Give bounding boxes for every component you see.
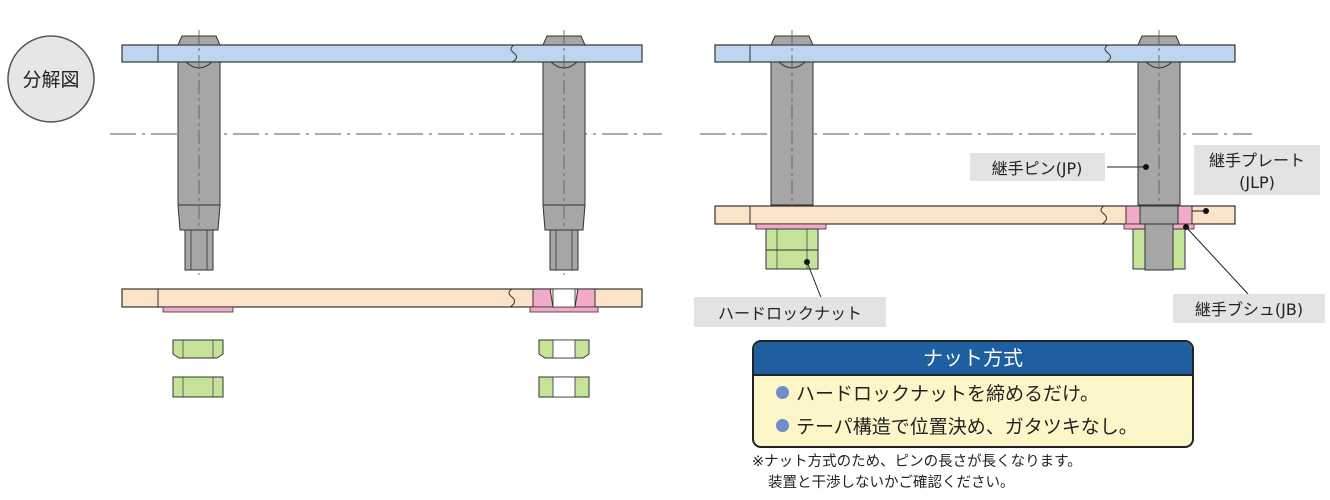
nut-method-title: ナット方式 bbox=[754, 342, 1192, 376]
exploded-view: 分解図 bbox=[7, 30, 662, 398]
exploded-view-badge: 分解図 bbox=[7, 35, 95, 123]
label-hard-lock-nut: ハードロックナット bbox=[694, 297, 886, 327]
joint-bush-assembled bbox=[1123, 205, 1195, 271]
assembled-view: 継手ピン(JP) 継手プレート (JLP) 継手ブシュ(JB) ハードロックナッ… bbox=[694, 30, 1325, 327]
label-joint-bush-text: 継手ブシュ(JB) bbox=[1195, 300, 1303, 319]
label-joint-bush: 継手ブシュ(JB) bbox=[1173, 294, 1325, 323]
bottom-plate-assembled bbox=[714, 205, 1236, 230]
label-joint-plate-line2: (JLP) bbox=[1239, 173, 1275, 192]
legend-item: ハードロックナットを締めるだけ。 bbox=[754, 376, 1192, 409]
joint-pin-assembled-right bbox=[1137, 30, 1181, 272]
label-joint-pin-text: 継手ピン(JP) bbox=[992, 159, 1083, 178]
joint-pin-left bbox=[177, 30, 221, 275]
legend-item-text: ハードロックナットを締めるだけ。 bbox=[796, 383, 1100, 405]
label-hard-lock-nut-text: ハードロックナット bbox=[718, 304, 862, 323]
bullet-icon bbox=[776, 386, 789, 399]
hard-lock-nut-exploded-left bbox=[172, 339, 224, 398]
label-joint-plate-line1: 継手プレート bbox=[1209, 151, 1305, 170]
top-plate-assembled bbox=[714, 44, 1236, 63]
caution-note-line: 装置と干渉しないかご確認ください。 bbox=[768, 475, 1015, 491]
nut-method-panel: ナット方式 ハードロックナットを締めるだけ。 テーパ構造で位置決め、ガタツキなし… bbox=[752, 340, 1194, 448]
joint-pin-assembled-left bbox=[770, 30, 814, 272]
leader-lines bbox=[806, 164, 1249, 301]
joint-pin-right bbox=[542, 30, 586, 275]
label-joint-plate: 継手プレート (JLP) bbox=[1194, 145, 1320, 195]
joint-bush-exploded bbox=[529, 288, 599, 313]
hard-lock-nut-assembled-left bbox=[765, 228, 819, 270]
badge-label: 分解図 bbox=[22, 69, 79, 91]
legend-item-text: テーパ構造で位置決め、ガタツキなし。 bbox=[796, 416, 1138, 438]
bottom-plate bbox=[121, 288, 643, 313]
caution-note-line: ※ナット方式のため、ピンの長さが長くなります。 bbox=[752, 454, 1082, 470]
top-plate bbox=[121, 44, 643, 63]
caution-note: ※ナット方式のため、ピンの長さが長くなります。 装置と干渉しないかご確認ください… bbox=[752, 452, 1082, 494]
bullet-icon bbox=[776, 419, 789, 432]
label-joint-pin: 継手ピン(JP) bbox=[970, 153, 1105, 181]
hard-lock-nut-exploded-right bbox=[538, 339, 590, 398]
legend-item: テーパ構造で位置決め、ガタツキなし。 bbox=[754, 409, 1192, 442]
